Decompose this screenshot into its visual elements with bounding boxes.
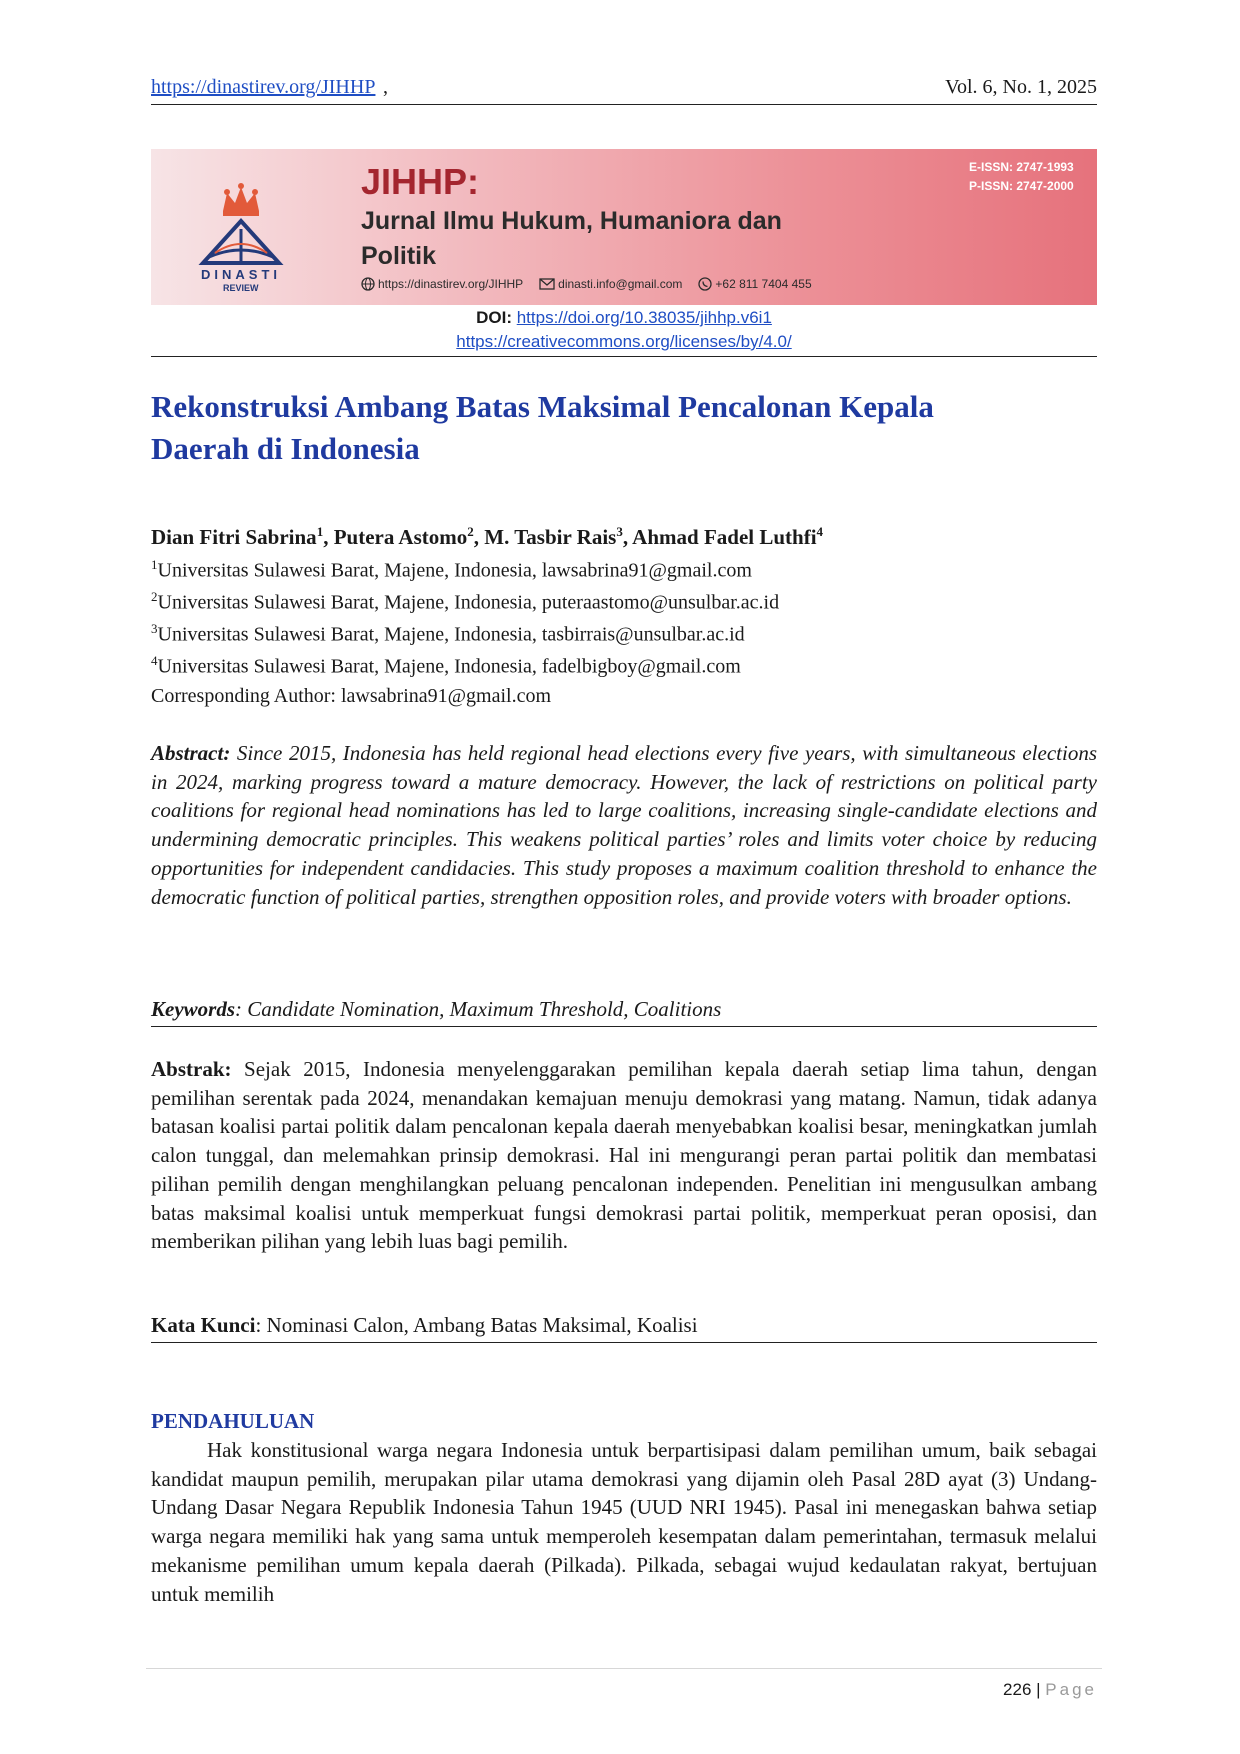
- section-heading: PENDAHULUAN: [151, 1409, 315, 1433]
- keywords-label: Keywords: [151, 997, 235, 1021]
- website-contact: https://dinastirev.org/JIHHP: [361, 277, 523, 291]
- dinasti-logo-icon: [198, 183, 284, 265]
- footer-divider: [146, 1668, 1102, 1669]
- abstrak-text: Sejak 2015, Indonesia menyelenggarakan p…: [151, 1057, 1097, 1254]
- affiliation-text: Universitas Sulawesi Barat, Majene, Indo…: [157, 656, 741, 679]
- website-text: https://dinastirev.org/JIHHP: [378, 277, 524, 291]
- author-name: Dian Fitri Sabrina: [151, 525, 317, 549]
- page-footer: 226 | Page: [1003, 1680, 1097, 1700]
- phone-contact: +62 811 7404 455: [698, 277, 812, 291]
- corresponding-author: Corresponding Author: lawsabrina91@gmail…: [151, 685, 552, 707]
- phone-text: +62 811 7404 455: [715, 277, 812, 291]
- affiliation-item: 4Universitas Sulawesi Barat, Majene, Ind…: [151, 648, 779, 680]
- doi-link[interactable]: https://doi.org/10.38035/jihhp.v6i1: [516, 308, 772, 327]
- author-name: Putera Astomo: [333, 525, 468, 549]
- volume-info: Vol. 6, No. 1, 2025: [945, 76, 1097, 98]
- keywords: Keywords: Candidate Nomination, Maximum …: [151, 997, 721, 1022]
- page-separator: |: [1036, 1680, 1041, 1699]
- paper-title: Rekonstruksi Ambang Batas Maksimal Penca…: [151, 386, 1051, 470]
- affiliation-item: 1Universitas Sulawesi Barat, Majene, Ind…: [151, 552, 779, 584]
- pissn-label: P-ISSN: 2747-2000: [969, 179, 1074, 193]
- author-separator: ,: [473, 525, 485, 549]
- license-line: https://creativecommons.org/licenses/by/…: [151, 330, 1097, 354]
- abstract: Abstract: Since 2015, Indonesia has held…: [151, 739, 1097, 911]
- author-name: Ahmad Fadel Luthfi: [632, 525, 817, 549]
- author-separator: ,: [323, 525, 334, 549]
- section-body: Hak konstitusional warga negara Indonesi…: [151, 1438, 1097, 1606]
- affiliation-list: 1Universitas Sulawesi Barat, Majene, Ind…: [151, 552, 779, 681]
- affiliation-marker: 4: [151, 653, 158, 669]
- affiliation-item: 3Universitas Sulawesi Barat, Majene, Ind…: [151, 616, 779, 648]
- author-affiliation-marker: 1: [316, 524, 324, 539]
- title-line1: Rekonstruksi Ambang Batas Maksimal Penca…: [151, 389, 934, 424]
- license-link[interactable]: https://creativecommons.org/licenses/by/…: [456, 332, 792, 351]
- author-affiliation-marker: 3: [616, 524, 623, 539]
- logo-subtitle: REVIEW: [223, 283, 259, 293]
- journal-name-line2: Politik: [361, 242, 437, 270]
- affiliation-marker: 1: [151, 557, 158, 572]
- journal-banner: DINASTI REVIEW JIHHP: Jurnal Ilmu Hukum,…: [151, 149, 1097, 305]
- affiliation-text: Universitas Sulawesi Barat, Majene, Indo…: [157, 623, 745, 646]
- author-separator: ,: [622, 525, 633, 549]
- journal-name-line1: Jurnal Ilmu Hukum, Humaniora dan: [361, 207, 782, 235]
- doi-block: DOI: https://doi.org/10.38035/jihhp.v6i1…: [151, 306, 1097, 354]
- kata-kunci-divider: [151, 1342, 1097, 1343]
- header-comma: ,: [383, 76, 388, 98]
- affiliation-marker: 2: [151, 589, 158, 605]
- author: Dian Fitri Sabrina1,: [151, 524, 334, 549]
- author-list: Dian Fitri Sabrina1, Putera Astomo2, M. …: [151, 524, 823, 550]
- whatsapp-icon: [698, 277, 713, 291]
- author: Ahmad Fadel Luthfi4: [632, 524, 824, 549]
- affiliation-text: Universitas Sulawesi Barat, Majene, Indo…: [157, 591, 780, 614]
- affiliation-text: Universitas Sulawesi Barat, Majene, Indo…: [157, 559, 752, 582]
- kata-kunci-label: Kata Kunci: [151, 1313, 256, 1337]
- author: Putera Astomo2,: [333, 524, 485, 549]
- banner-contacts: https://dinastirev.org/JIHHP dinasti.inf…: [361, 277, 828, 291]
- email-contact: dinasti.info@gmail.com: [539, 277, 682, 291]
- author-affiliation-marker: 2: [467, 524, 474, 539]
- logo-name: DINASTI: [201, 267, 281, 282]
- keywords-text: : Candidate Nomination, Maximum Threshol…: [235, 997, 722, 1021]
- kata-kunci: Kata Kunci: Nominasi Calon, Ambang Batas…: [151, 1313, 698, 1338]
- author-name: M. Tasbir Rais: [484, 525, 617, 549]
- abstrak-label: Abstrak:: [151, 1057, 232, 1081]
- affiliation-item: 2Universitas Sulawesi Barat, Majene, Ind…: [151, 584, 779, 616]
- author: M. Tasbir Rais3,: [484, 524, 633, 549]
- eissn-label: E-ISSN: 2747-1993: [969, 160, 1074, 174]
- doi-label: DOI:: [476, 308, 512, 327]
- globe-icon: [361, 277, 375, 291]
- page-word: Page: [1045, 1680, 1097, 1699]
- abstrak: Abstrak: Sejak 2015, Indonesia menyeleng…: [151, 1055, 1097, 1256]
- keywords-divider: [151, 1026, 1097, 1027]
- title-line2: Daerah di Indonesia: [151, 431, 420, 466]
- journal-url-link[interactable]: https://dinastirev.org/JIHHP: [151, 76, 376, 98]
- affiliation-marker: 3: [151, 621, 158, 637]
- abstract-text: Since 2015, Indonesia has held regional …: [151, 741, 1097, 909]
- author-affiliation-marker: 4: [816, 524, 824, 539]
- running-header: https://dinastirev.org/JIHHP , Vol. 6, N…: [151, 74, 1097, 105]
- mail-icon: [539, 278, 555, 290]
- abstract-label: Abstract:: [151, 741, 231, 765]
- page-number: 226: [1003, 1680, 1032, 1699]
- kata-kunci-text: : Nominasi Calon, Ambang Batas Maksimal,…: [255, 1313, 698, 1337]
- journal-abbreviation: JIHHP:: [361, 161, 480, 202]
- email-text: dinasti.info@gmail.com: [558, 277, 683, 291]
- doi-line: DOI: https://doi.org/10.38035/jihhp.v6i1: [151, 306, 1097, 330]
- doi-divider: [151, 356, 1097, 357]
